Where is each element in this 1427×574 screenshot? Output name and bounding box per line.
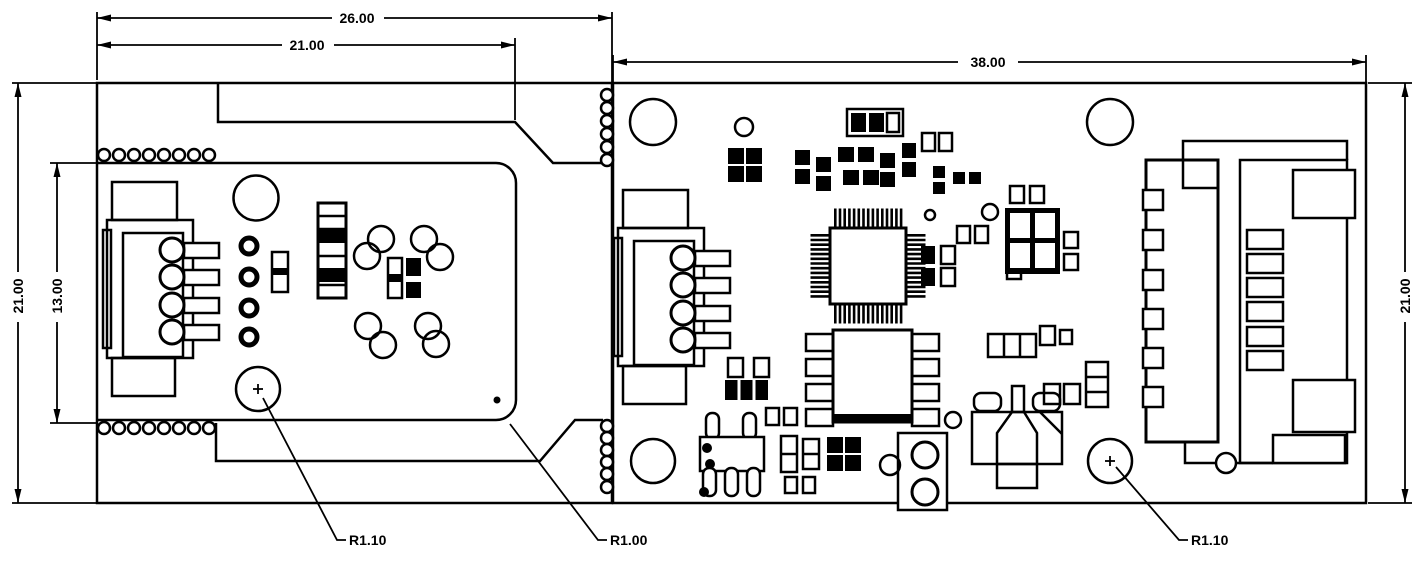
card-connector (1181, 139, 1357, 465)
dimension-annotations: 26.00 21.00 38.00 21.00 (10, 10, 1413, 548)
radius-leader-left: R1.10 (262, 397, 387, 548)
passives-mid-cluster (921, 184, 1080, 347)
connector-4pin-right (612, 188, 732, 406)
radius-label-left: R1.10 (349, 532, 387, 548)
dim-label-26: 26.00 (339, 10, 374, 26)
dim-26mm-top: 26.00 (97, 10, 612, 26)
fiducial-dot (493, 396, 501, 404)
crystal-2pin (878, 410, 963, 512)
castellation-column-top (599, 87, 615, 168)
radius-leader-right: R1.10 (1115, 466, 1229, 548)
dim-13mm-left: 13.00 (49, 163, 65, 423)
qfp-ic (810, 208, 937, 324)
dim-label-21-top: 21.00 (289, 37, 324, 53)
module-outline (97, 161, 518, 422)
radius-label-right: R1.10 (1191, 532, 1229, 548)
dim-21mm-top: 21.00 (97, 37, 515, 53)
module-components (232, 174, 501, 413)
pad-strip-8 (316, 201, 348, 300)
dim-label-38: 38.00 (970, 54, 1005, 70)
mounting-hole-crosshair-left (234, 365, 282, 413)
left-board (95, 81, 614, 505)
dim-label-21-right: 21.00 (1397, 278, 1413, 313)
card-contact-pads (1245, 228, 1285, 372)
chip-2pad-mid-a (386, 256, 404, 300)
castellation-row-bottom (96, 420, 217, 436)
sot23-5-ic (698, 411, 766, 498)
castellation-column-bottom (599, 418, 615, 495)
soic-ic (804, 328, 941, 428)
via-pads-column (238, 235, 260, 348)
dim-21mm-right: 21.00 (1397, 83, 1413, 503)
via-top (733, 116, 755, 138)
barrel-jack (970, 384, 1064, 490)
mounting-hole-bl (629, 437, 677, 485)
passives-lower-left (725, 356, 861, 495)
pad-circle-pairs (352, 224, 455, 360)
dim-38mm-top: 38.00 (613, 54, 1366, 70)
radius-leader-middle: R1.00 (509, 423, 648, 548)
radius-label-middle: R1.00 (610, 532, 648, 548)
mounting-hole-crosshair-right (1086, 437, 1134, 485)
inductor-4pad (1005, 208, 1060, 274)
passives-right-cluster (986, 332, 1110, 409)
dim-label-13: 13.00 (49, 278, 65, 313)
castellation-row-top (96, 147, 217, 163)
chip-2pad-small (270, 250, 290, 294)
qfp-pin1-mark (923, 208, 937, 222)
hole-top (232, 174, 280, 222)
mounting-hole-tr (1085, 97, 1135, 147)
passives-top-cluster (728, 107, 981, 194)
chip-2pad-mid-b (406, 258, 421, 298)
breakaway-tab-lines (214, 84, 603, 463)
pin-header-8 (1141, 158, 1273, 475)
connector-4pin-left (101, 180, 221, 398)
header-trace (1183, 442, 1216, 465)
right-board (599, 81, 1368, 512)
mounting-hole-tl (628, 97, 678, 147)
dim-21mm-left: 21.00 (10, 83, 26, 503)
dim-label-21-left: 21.00 (10, 278, 26, 313)
header-via (1214, 451, 1238, 475)
